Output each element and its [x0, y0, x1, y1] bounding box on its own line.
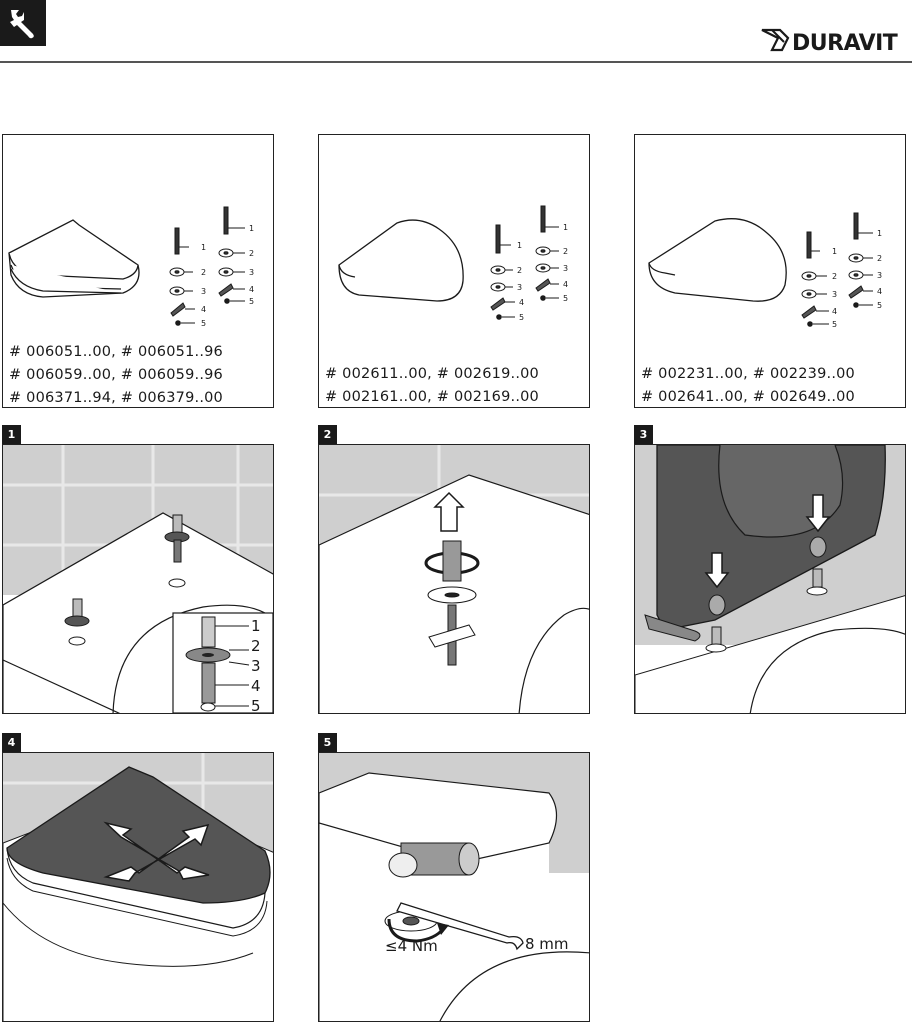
- svg-text:5: 5: [563, 294, 568, 303]
- article-codes: # 006051..00, # 006051..96 # 006059..00,…: [9, 341, 223, 407]
- svg-text:1: 1: [877, 229, 882, 238]
- svg-text:5: 5: [251, 697, 261, 714]
- article-code-line: # 006059..00, # 006059..96: [9, 367, 223, 383]
- article-codes: # 002231..00, # 002239..00 # 002641..00,…: [641, 363, 855, 407]
- article-code-line: # 002611..00, # 002619..00: [325, 366, 539, 382]
- svg-text:5: 5: [832, 320, 837, 329]
- brand-name: DURAVIT: [792, 31, 898, 56]
- bolt-illustration: [64, 514, 190, 646]
- seat-illustration: [8, 219, 140, 298]
- part-labels: 1 2 3 4 5 1 2 3 4 5: [832, 229, 882, 329]
- step-4-illustration: [2, 752, 274, 1022]
- fixing-set-b: [535, 205, 559, 301]
- step-5-illustration: ≤4 Nm 8 mm: [318, 752, 590, 1022]
- svg-text:4: 4: [877, 287, 882, 296]
- svg-text:4: 4: [201, 305, 206, 314]
- svg-text:1: 1: [517, 241, 522, 250]
- svg-text:3: 3: [877, 271, 882, 280]
- article-code-line: # 002641..00, # 002649..00: [641, 389, 855, 405]
- seat-illustration: [338, 219, 464, 302]
- svg-text:4: 4: [519, 298, 524, 307]
- parts-inset: 1 2 3 4 5: [172, 612, 273, 714]
- svg-text:3: 3: [517, 283, 522, 292]
- adjust-arrows-icon: [103, 821, 210, 882]
- fixing-set-a: [490, 224, 515, 320]
- svg-text:2: 2: [251, 637, 261, 655]
- bolt-illustration: [705, 568, 828, 653]
- svg-text:5: 5: [249, 297, 254, 306]
- seat-illustration: [6, 766, 271, 937]
- wrench-size-label: 8 mm: [525, 935, 569, 953]
- svg-text:3: 3: [249, 268, 254, 277]
- svg-text:5: 5: [201, 319, 206, 328]
- step-number-badge: 3: [634, 425, 653, 444]
- svg-text:5: 5: [519, 313, 524, 322]
- article-code-line: # 006371..94, # 006379..00: [9, 390, 223, 406]
- part-labels: 1 2 3 4 5 1 2 3 4 5: [201, 224, 254, 328]
- svg-text:3: 3: [201, 287, 206, 296]
- wrench-icon: [10, 10, 34, 39]
- article-codes: # 002611..00, # 002619..00 # 002161..00,…: [325, 363, 539, 407]
- svg-text:2: 2: [249, 249, 254, 258]
- svg-text:2: 2: [832, 272, 837, 281]
- article-code-line: # 006051..00, # 006051..96: [9, 344, 223, 360]
- svg-text:4: 4: [249, 285, 254, 294]
- product-panel-3: 1 2 3 4 5 1 2 3 4 5 # 002231..00, # 0022…: [634, 134, 906, 408]
- fixing-set-b: [218, 206, 245, 304]
- header-rule: [0, 61, 912, 63]
- svg-text:3: 3: [251, 657, 261, 675]
- fixing-set-b: [848, 212, 873, 308]
- svg-text:3: 3: [563, 264, 568, 273]
- tool-badge: [0, 0, 46, 46]
- svg-text:1: 1: [563, 223, 568, 232]
- svg-text:4: 4: [832, 307, 837, 316]
- article-code-line: # 002161..00, # 002169..00: [325, 389, 539, 405]
- step-number-badge: 1: [2, 425, 21, 444]
- svg-text:4: 4: [251, 677, 261, 695]
- article-code-line: # 002231..00, # 002239..00: [641, 366, 855, 382]
- torque-label: ≤4 Nm: [385, 937, 438, 955]
- svg-text:4: 4: [563, 280, 568, 289]
- fixing-set-a: [169, 227, 195, 326]
- svg-text:3: 3: [832, 290, 837, 299]
- svg-text:2: 2: [517, 266, 522, 275]
- step-number-badge: 5: [318, 733, 337, 752]
- bolt-illustration: [424, 540, 480, 666]
- svg-text:1: 1: [201, 243, 206, 252]
- rotate-arrow-icon: [387, 918, 449, 943]
- seat-illustration: [644, 445, 886, 642]
- product-panel-1: 1 2 3 4 5 1 2 3 4 5 # 006051..00, # 0060…: [2, 134, 274, 408]
- svg-text:2: 2: [201, 268, 206, 277]
- step-number-badge: 2: [318, 425, 337, 444]
- wrench-icon: [396, 902, 524, 951]
- part-labels: 1 2 3 4 5 1 2 3 4 5: [517, 223, 568, 322]
- step-number-badge: 4: [2, 733, 21, 752]
- product-panel-2: 1 2 3 4 5 1 2 3 4 5 # 002611..00, # 0026…: [318, 134, 590, 408]
- svg-text:2: 2: [563, 247, 568, 256]
- fixing-set-a: [801, 231, 829, 327]
- svg-text:1: 1: [832, 247, 837, 256]
- step-1-illustration: 1 2 3 4 5: [2, 444, 274, 714]
- brand-logo: DURAVIT: [760, 24, 910, 56]
- svg-text:1: 1: [251, 617, 261, 635]
- arrow-up-icon: [433, 491, 465, 532]
- seat-illustration: [648, 218, 787, 302]
- step-3-illustration: [634, 444, 906, 714]
- step-2-illustration: [318, 444, 590, 714]
- svg-text:2: 2: [877, 254, 882, 263]
- svg-text:1: 1: [249, 224, 254, 233]
- arrow-down-icon: [704, 494, 831, 589]
- svg-text:5: 5: [877, 301, 882, 310]
